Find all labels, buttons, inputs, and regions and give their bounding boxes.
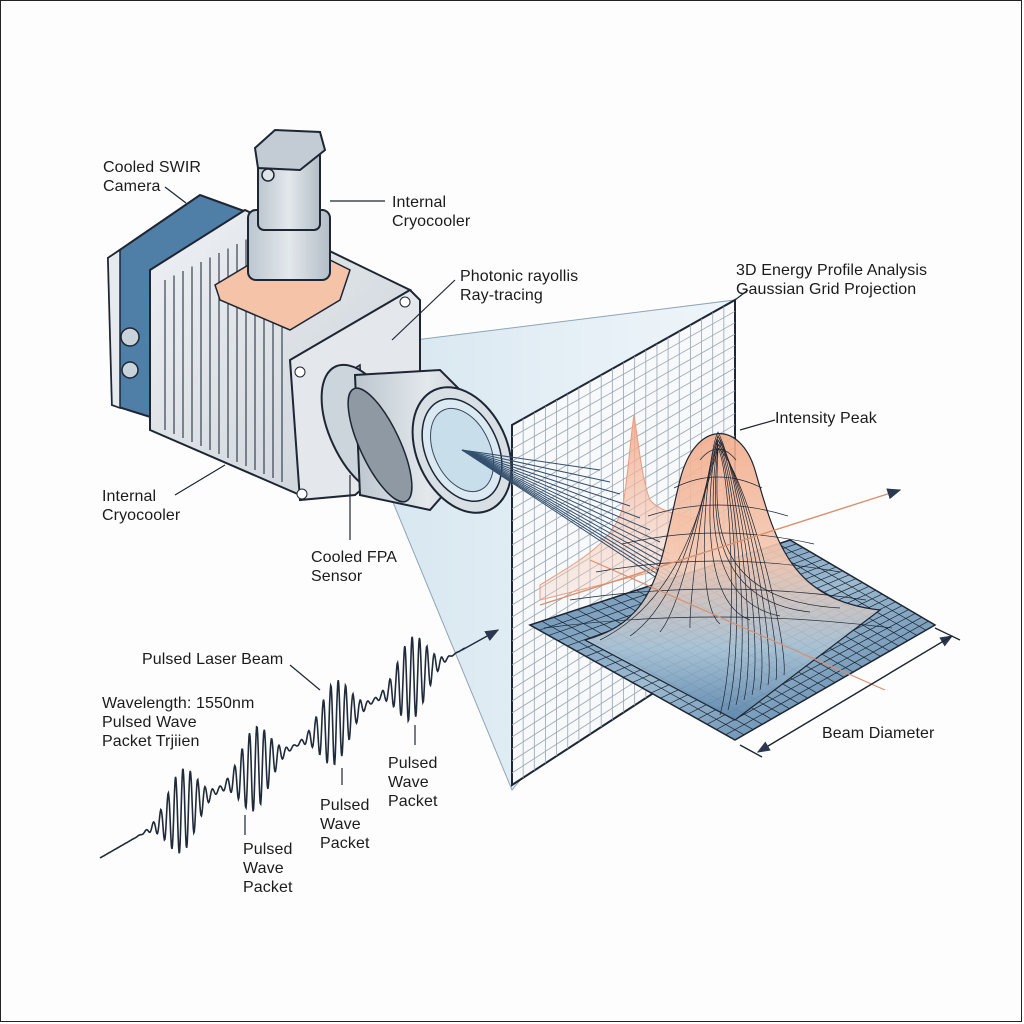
label-pulsed-wave-packet-3: Pulsed Wave Packet bbox=[388, 755, 438, 810]
connector-port bbox=[120, 327, 140, 347]
label-photonic-ray-tracing: Photonic rayollis Ray-tracing bbox=[460, 268, 579, 304]
intensity-peak-surface bbox=[583, 433, 882, 721]
label-cooled-fpa-sensor: Cooled FPA Sensor bbox=[311, 549, 398, 585]
beam-diameter-dimension bbox=[739, 627, 961, 758]
label-cooled-swir-camera: Cooled SWIR Camera bbox=[103, 159, 202, 195]
label-internal-cryocooler-top: Internal Cryocooler bbox=[392, 194, 471, 230]
beam-axis-line bbox=[539, 488, 902, 606]
pulsed-laser-beam bbox=[99, 629, 500, 859]
ray-tracing-lines bbox=[461, 449, 731, 627]
label-intensity-peak: Intensity Peak bbox=[775, 410, 877, 427]
gaussian-energy-profile bbox=[528, 431, 937, 741]
label-pulsed-wave-packet-1: Pulsed Wave Packet bbox=[243, 841, 293, 896]
swir-camera bbox=[106, 128, 513, 514]
label-wavelength: Wavelength: 1550nm Pulsed Wave Packet Tr… bbox=[102, 695, 255, 750]
label-3d-energy-profile: 3D Energy Profile Analysis Gaussian Grid… bbox=[736, 262, 928, 298]
label-internal-cryocooler-bottom: Internal Cryocooler bbox=[102, 488, 181, 524]
side-intensity-profile bbox=[539, 414, 701, 601]
camera-lens bbox=[320, 363, 513, 514]
leader-lines bbox=[164, 186, 776, 835]
connector-port bbox=[121, 361, 139, 379]
label-pulsed-laser-beam: Pulsed Laser Beam bbox=[142, 651, 284, 668]
label-beam-diameter: Beam Diameter bbox=[822, 725, 935, 742]
label-pulsed-wave-packet-2: Pulsed Wave Packet bbox=[320, 797, 370, 852]
